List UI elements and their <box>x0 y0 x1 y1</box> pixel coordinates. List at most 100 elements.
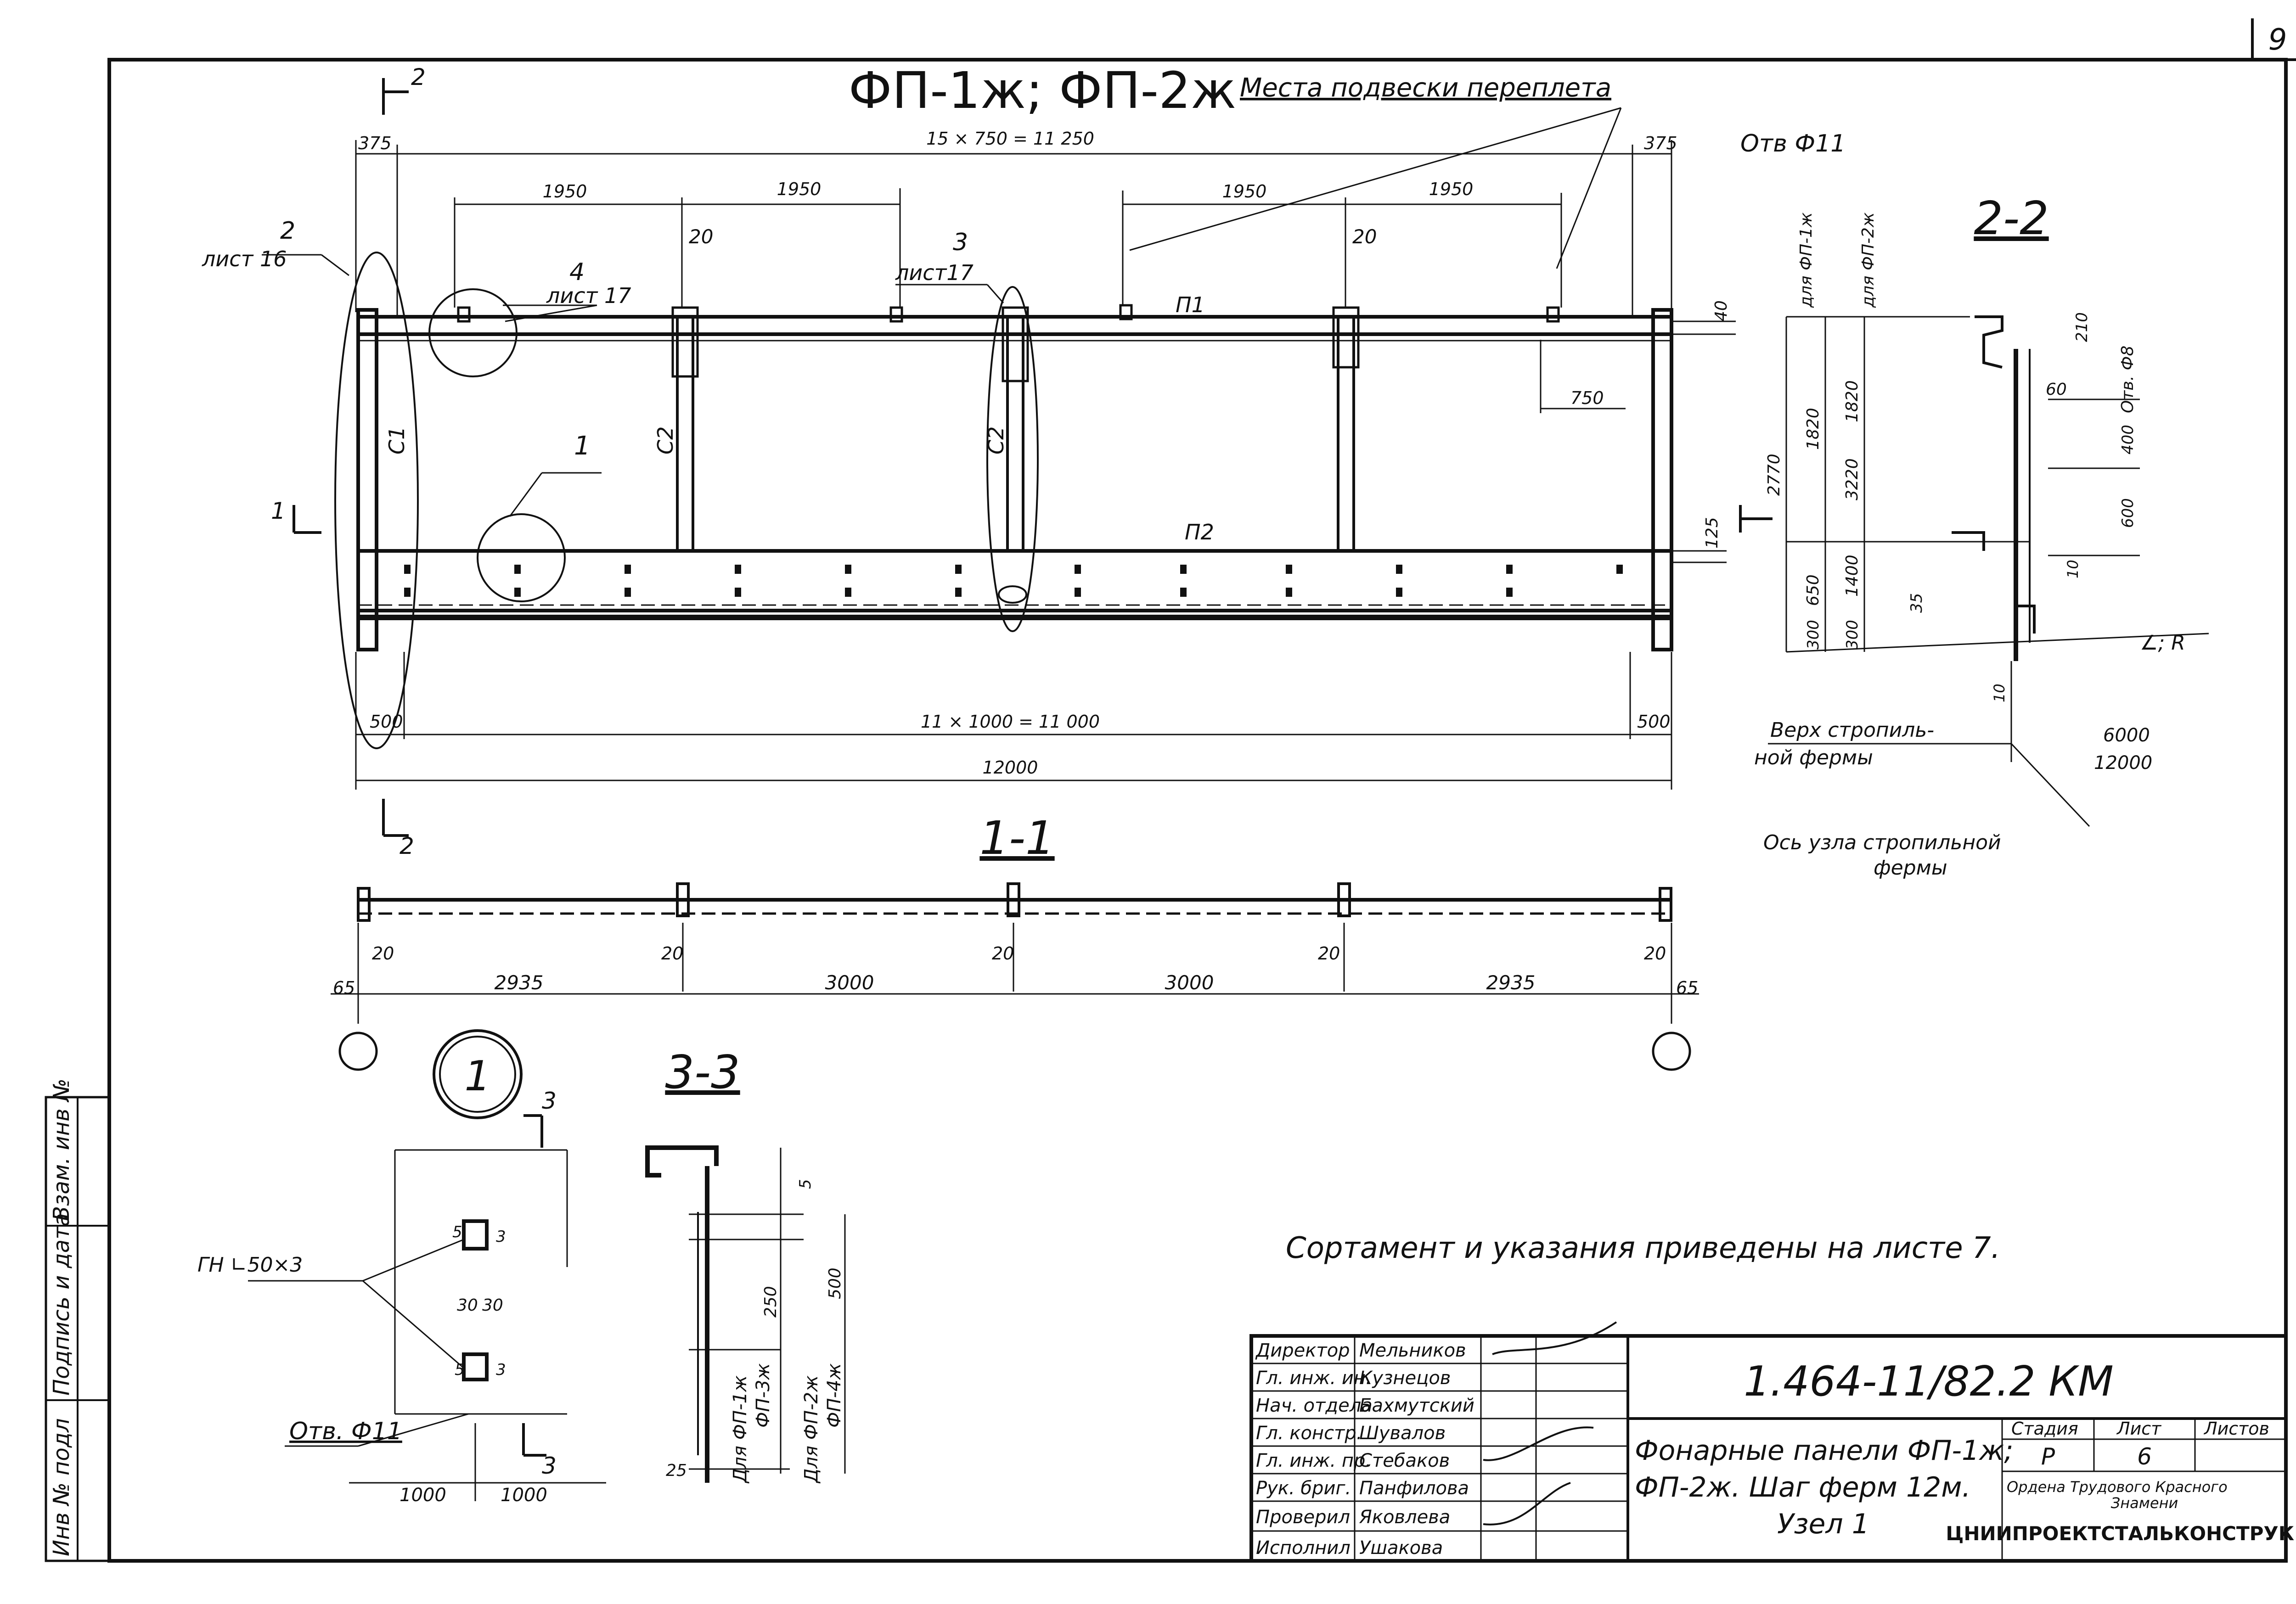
s22-dim-3220: 3220 <box>1843 458 1862 500</box>
cut2-bottom-label: 2 <box>400 833 414 859</box>
s22-dim-600: 600 <box>2119 498 2137 528</box>
dim-15x750: 15 × 750 = 11 250 <box>926 129 1094 149</box>
member-s2b: С2 <box>984 426 1008 454</box>
plan-dim-65-left: 65 <box>333 978 355 998</box>
detail-dim-5-b: 5 <box>455 1361 465 1379</box>
signer-6-role: Проверил <box>1256 1507 1350 1528</box>
signer-0-name: Мельников <box>1359 1340 1466 1361</box>
signer-3-role: Гл. констр. <box>1256 1423 1362 1444</box>
dim-375-left: 375 <box>358 133 392 153</box>
strip-replace-label: Взам. инв № <box>49 1078 74 1221</box>
plan-dim-20-3: 20 <box>992 943 1014 964</box>
plan-dim-20-2: 20 <box>661 943 683 964</box>
cut2-top-label: 2 <box>411 64 426 90</box>
plan-dim-20-1: 20 <box>372 943 394 964</box>
detail-dim-1000-left: 1000 <box>400 1485 446 1506</box>
signer-5-name: Панфилова <box>1359 1478 1469 1499</box>
s22-dim-12000: 12000 <box>2094 752 2152 774</box>
dim-375-right: 375 <box>1644 133 1677 153</box>
strip-sign-label: Подпись и дата <box>49 1213 74 1396</box>
member-s1: С1 <box>384 426 409 454</box>
plan-dim-20-4: 20 <box>1318 943 1340 964</box>
dim-1950-2: 1950 <box>777 179 822 199</box>
signer-2-name: Бахмутский <box>1359 1395 1474 1416</box>
callout-3-sheet: лист17 <box>895 260 974 285</box>
detail-dim-30-a: 30 <box>457 1296 478 1315</box>
s22-top-truss: Верх стропиль- <box>1770 718 1934 742</box>
assortment-note: Сортамент и указания приведены на листе … <box>1286 1231 2000 1265</box>
s22-dim-1820-b: 1820 <box>1843 380 1862 422</box>
s22-dim-400: 400 <box>2119 425 2137 454</box>
sheet-value: 6 <box>2137 1443 2152 1470</box>
detail-1-label: 1 <box>464 1052 490 1100</box>
s22-axis-node: Ось узла стропильной <box>1763 831 2001 854</box>
signer-5-role: Рук. бриг. <box>1256 1478 1351 1499</box>
section-3-3-title: 3-3 <box>665 1045 740 1099</box>
dim-125: 125 <box>1703 517 1722 549</box>
elevation-dims: 375 375 15 × 750 = 11 250 1950 1950 20 1… <box>355 129 1736 790</box>
s33-for-fp3: ФП-3ж <box>753 1363 774 1428</box>
s33-dim-250: 250 <box>761 1286 780 1318</box>
signer-4-name: Стебаков <box>1359 1450 1450 1471</box>
s22-top-truss-2: ной фермы <box>1754 746 1873 769</box>
s22-dim-35: 35 <box>1908 593 1926 613</box>
detail-gn-label: ГН ∟50×3 <box>197 1253 303 1277</box>
dim-1950-1: 1950 <box>543 181 587 202</box>
signer-1-name: Кузнецов <box>1359 1368 1451 1389</box>
dim-11x1000: 11 × 1000 = 11 000 <box>921 712 1100 732</box>
callout-2: 2 <box>280 217 295 245</box>
cut1-left-label: 1 <box>271 498 286 524</box>
s33-for-fp4: ФП-4ж <box>824 1363 845 1428</box>
bottom-chord-holes <box>404 565 1623 597</box>
signer-2-role: Нач. отдела <box>1256 1395 1373 1416</box>
dim-750: 750 <box>1570 388 1604 408</box>
main-elevation <box>262 252 1673 749</box>
s22-dim-60: 60 <box>2046 380 2067 399</box>
detail-dim-5-a: 5 <box>452 1223 462 1241</box>
stage-value: Р <box>2041 1443 2055 1470</box>
section-2-2-title: 2-2 <box>1974 191 2048 245</box>
detail-1-cut3-bottom: 3 <box>542 1453 557 1479</box>
plan-dim-65-right: 65 <box>1676 978 1698 998</box>
hangers-note: Места подвески переплета <box>1240 73 1611 103</box>
s22-angle-r: ∠; R <box>2140 631 2185 655</box>
strip-inv-label: Инв № подл <box>49 1418 74 1556</box>
drawing-title: ФП-1ж; ФП-2ж <box>849 61 1236 120</box>
s22-dim-300-b: 300 <box>1843 620 1862 650</box>
plan-dim-20-5: 20 <box>1644 943 1666 964</box>
description-line-2: ФП-2ж. Шаг ферм 12м. <box>1635 1471 1971 1503</box>
hangers-leaders <box>1129 107 1622 269</box>
plan-dim-3000-2: 3000 <box>1165 971 1214 994</box>
sheet-frame: 9 <box>107 18 2296 1563</box>
s22-for-fp1: для ФП-1ж <box>1797 212 1816 308</box>
cut-markers: 2 2 1 <box>271 64 1773 859</box>
s33-dim-25: 25 <box>666 1461 687 1480</box>
sheets-header: Листов <box>2203 1419 2269 1439</box>
detail-1-cut3-top: 3 <box>542 1088 557 1114</box>
s22-dim-6000: 6000 <box>2103 725 2150 746</box>
dim-20-a: 20 <box>689 225 713 248</box>
s22-dim-2770: 2770 <box>1765 454 1784 496</box>
s22-dim-300-a: 300 <box>1804 620 1823 650</box>
s22-dim-210: 210 <box>2073 312 2091 342</box>
callout-2-sheet: лист 16 <box>202 247 287 271</box>
section-1-1-dims: 20 20 20 20 20 65 65 2935 3000 3000 2935 <box>333 943 1698 998</box>
left-binding-strip: Инв № подл Подпись и дата Взам. инв № <box>45 1078 111 1562</box>
s22-axis-node-2: фермы <box>1874 856 1947 880</box>
description-line-3: Узел 1 <box>1777 1508 1869 1540</box>
dim-500-right: 500 <box>1637 712 1671 732</box>
member-s2a: С2 <box>653 426 678 454</box>
dim-20-b: 20 <box>1352 225 1377 248</box>
signer-6-name: Яковлева <box>1359 1507 1450 1528</box>
s22-dim-1400: 1400 <box>1843 555 1862 597</box>
s22-dim-650: 650 <box>1804 574 1823 606</box>
signer-7-name: Ушакова <box>1359 1537 1443 1559</box>
section-2-2-drawing <box>1768 315 2209 827</box>
s22-for-fp2: для ФП-2ж <box>1859 212 1878 308</box>
stage-header: Стадия <box>2011 1419 2078 1439</box>
callout-4: 4 <box>569 258 585 286</box>
member-p2: П2 <box>1185 520 1214 544</box>
plan-dim-2935-left: 2935 <box>495 971 544 994</box>
s33-dim-5: 5 <box>796 1179 815 1189</box>
section-2-2-labels: для ФП-1ж для ФП-2ж 2770 1820 1820 3220 … <box>1754 212 2185 880</box>
